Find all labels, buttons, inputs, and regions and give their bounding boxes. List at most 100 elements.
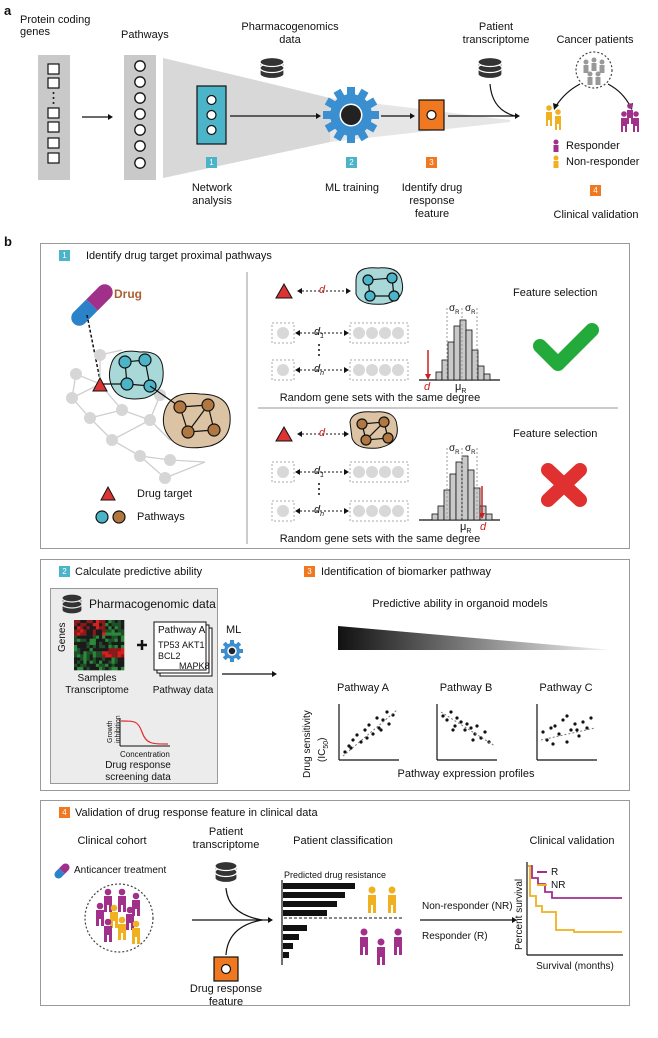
heatmap-cell	[114, 638, 119, 643]
scatter-point	[449, 710, 453, 714]
heatmap-cell	[117, 629, 122, 633]
step2-badge: 2	[346, 157, 357, 168]
scatter-point	[459, 720, 463, 724]
heatmap-cell	[108, 666, 112, 671]
heatmap-cell	[117, 660, 122, 665]
heatmap-cell	[83, 648, 87, 652]
heatmap-cell	[89, 654, 94, 658]
heatmap-cell	[117, 626, 122, 630]
cohort-person-leg	[123, 933, 126, 940]
heatmap-cell	[83, 666, 87, 671]
scatter-point	[557, 732, 561, 736]
heatmap-cell	[99, 648, 103, 652]
heatmap-cell	[105, 626, 109, 630]
heatmap-cell	[80, 660, 84, 665]
heatmap-cell	[74, 620, 78, 624]
scatter-point	[551, 742, 555, 746]
ml-label: ML	[226, 624, 242, 636]
step4-badge: 4	[590, 185, 601, 196]
heatmap-cell	[83, 663, 87, 668]
pathway-a-card-title: Pathway A	[158, 625, 206, 636]
pharmacogenomics-db-icon	[259, 56, 285, 80]
heatmap-cell	[114, 663, 119, 668]
heatmap-cell	[120, 654, 125, 658]
pharmacogenomic-data-title: Pharmacogenomic data	[89, 597, 216, 611]
anticancer-pill-icon	[54, 863, 70, 879]
heatmap-cell	[108, 645, 112, 649]
heatmap-cell	[120, 635, 125, 640]
pharmacogenomics-data-label: Pharmacogenomics data	[241, 21, 339, 46]
heatmap-cell	[111, 645, 115, 649]
cohort-person-body	[110, 912, 118, 921]
heatmap-cell	[77, 635, 81, 640]
heatmap-cell	[77, 651, 81, 655]
scatter-point	[541, 730, 545, 734]
heatmap-cell	[83, 632, 87, 636]
heatmap-cell	[77, 626, 81, 630]
heatmap-cell	[95, 635, 100, 640]
heatmap-cell	[83, 651, 87, 655]
heatmap-cell	[111, 648, 115, 652]
heatmap-cell	[99, 663, 103, 668]
heatmap-cell	[92, 632, 97, 636]
cohort-person-body	[126, 914, 134, 923]
s2-badge: 2	[59, 566, 70, 577]
heatmap-cell	[99, 629, 103, 633]
heatmap-cell	[114, 651, 119, 655]
heatmap-cell	[92, 657, 97, 661]
scatter-point	[371, 732, 375, 736]
gene-dots	[52, 92, 55, 104]
heatmap-cell	[120, 620, 125, 624]
heatmap-cell	[80, 629, 84, 633]
heatmap-cell	[114, 629, 119, 633]
scatter-point	[585, 726, 589, 730]
heatmap-cell	[111, 629, 115, 633]
heatmap-cell	[99, 623, 103, 627]
scatter-point	[479, 736, 483, 740]
cohort-person-leg	[109, 935, 112, 942]
heatmap-cell	[83, 660, 87, 665]
hist2-d: d	[480, 521, 487, 533]
cohort-person-leg	[137, 909, 140, 916]
heatmap-cell	[102, 635, 106, 640]
heatmap-cell	[74, 654, 78, 658]
ml-gear-icon	[221, 640, 243, 662]
heatmap-cell	[99, 657, 103, 661]
heatmap-cell	[77, 645, 81, 649]
concentration-label: Concentration	[120, 750, 170, 759]
heatmap-cell	[105, 657, 109, 661]
heatmap-cell	[120, 645, 125, 649]
heatmap-cell	[111, 657, 115, 661]
panel-a-graphics	[38, 51, 639, 180]
cohort-person-head	[96, 902, 104, 910]
heatmap-cell	[95, 651, 100, 655]
heatmap-cell	[77, 648, 81, 652]
resistance-bar	[283, 910, 327, 916]
scatter-point	[575, 728, 579, 732]
heatmap-cell	[92, 645, 97, 649]
heatmap-cell	[74, 641, 78, 646]
predictive-ability-wedge	[338, 626, 612, 650]
heatmap-cell	[92, 663, 97, 668]
heatmap-cell	[99, 645, 103, 649]
gene-mapk8: MAPK8	[179, 661, 210, 671]
non-responder-group	[546, 105, 561, 130]
cohort-person-leg	[104, 935, 107, 942]
scatter-point	[387, 722, 391, 726]
pathway-data-label: Pathway data	[152, 685, 214, 696]
scatter-point	[363, 728, 367, 732]
heatmap-cell	[105, 638, 109, 643]
heatmap-cell	[86, 629, 90, 633]
heatmap-cell	[89, 623, 94, 627]
heatmap-cell	[92, 635, 97, 640]
heatmap-cell	[95, 620, 100, 624]
heatmap-cell	[77, 657, 81, 661]
heatmap-cell	[80, 648, 84, 652]
heatmap-cell	[86, 666, 90, 671]
pathway-expression-label: Pathway expression profiles	[397, 768, 535, 780]
heatmap-cell	[92, 666, 97, 671]
responder-group	[621, 103, 639, 132]
heatmap-cell	[108, 660, 112, 665]
s3-title: Identification of biomarker pathway	[321, 566, 491, 578]
heatmap-cell	[114, 626, 119, 630]
